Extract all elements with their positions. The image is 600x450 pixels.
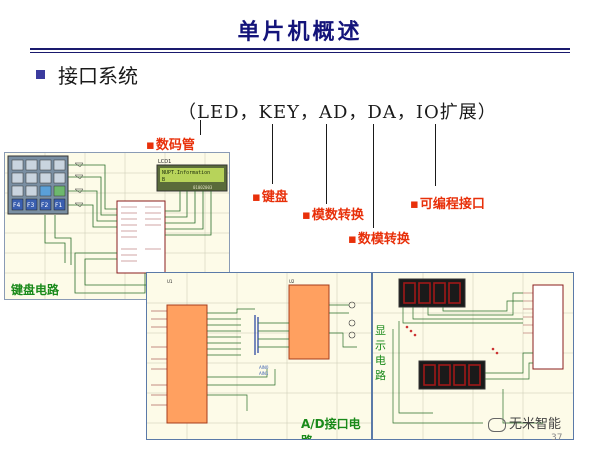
connector-line	[326, 124, 327, 204]
lcd-title: LCD1	[158, 159, 171, 165]
connector-line	[373, 124, 374, 228]
watermark-text: 无米智能	[509, 417, 562, 432]
label-adc: 模数转换	[302, 204, 364, 223]
label-io-expansion: 可编程接口	[410, 193, 485, 212]
connector-line	[435, 124, 436, 186]
lcd-line2: B	[162, 177, 165, 183]
label-digital-tube: 数码管	[146, 134, 195, 153]
key-f4: F4	[13, 202, 20, 209]
bullet-square-icon	[36, 70, 45, 79]
display-circuit-caption: 显 示 电 路	[375, 323, 389, 383]
svg-text:AIN1: AIN1	[259, 371, 269, 376]
lcd-line1: NUPT.Information	[162, 170, 210, 176]
section-heading: 接口系统	[58, 64, 138, 88]
ad-schematic: U1 U2 AIN	[147, 273, 371, 439]
caption-char: 示	[375, 339, 386, 352]
display-schematic	[373, 273, 573, 439]
keyboard-schematic: F4 F3 F2 F1 LCD1 NUPT.Information B 0100…	[5, 153, 229, 299]
caption-char: 电	[375, 354, 386, 367]
keyboard-circuit-caption: 键盘电路	[11, 283, 60, 297]
caption-char: 显	[375, 324, 386, 337]
title-divider	[30, 48, 570, 50]
label-keyboard: 键盘	[252, 186, 288, 205]
caption-char: 路	[375, 369, 386, 382]
lcd-readout: 01002003	[193, 185, 213, 190]
svg-text:U2: U2	[289, 279, 295, 284]
display-circuit-panel: 显 示 电 路	[372, 272, 574, 440]
connector-line	[272, 124, 273, 184]
keyboard-circuit-panel: F4 F3 F2 F1 LCD1 NUPT.Information B 0100…	[4, 152, 230, 300]
key-f1: F1	[55, 202, 62, 209]
svg-text:U1: U1	[167, 279, 173, 284]
slide-title: 单片机概述	[237, 19, 363, 45]
interfaces-list: （LED，KEY，AD，DA，IO扩展）	[178, 102, 497, 123]
watermark: 无米智能	[488, 413, 561, 432]
page-number: 37	[551, 433, 563, 443]
wechat-icon	[488, 417, 506, 432]
connector-line	[200, 120, 201, 135]
ad-circuit-caption: A/D接口电路	[301, 417, 361, 439]
ad-circuit-panel: U1 U2 AIN	[146, 272, 372, 440]
key-f3: F3	[27, 202, 34, 209]
label-dac: 数模转换	[348, 228, 410, 247]
title-divider-thin	[30, 52, 570, 53]
key-f2: F2	[41, 202, 48, 209]
svg-text:AIN0: AIN0	[259, 365, 269, 370]
